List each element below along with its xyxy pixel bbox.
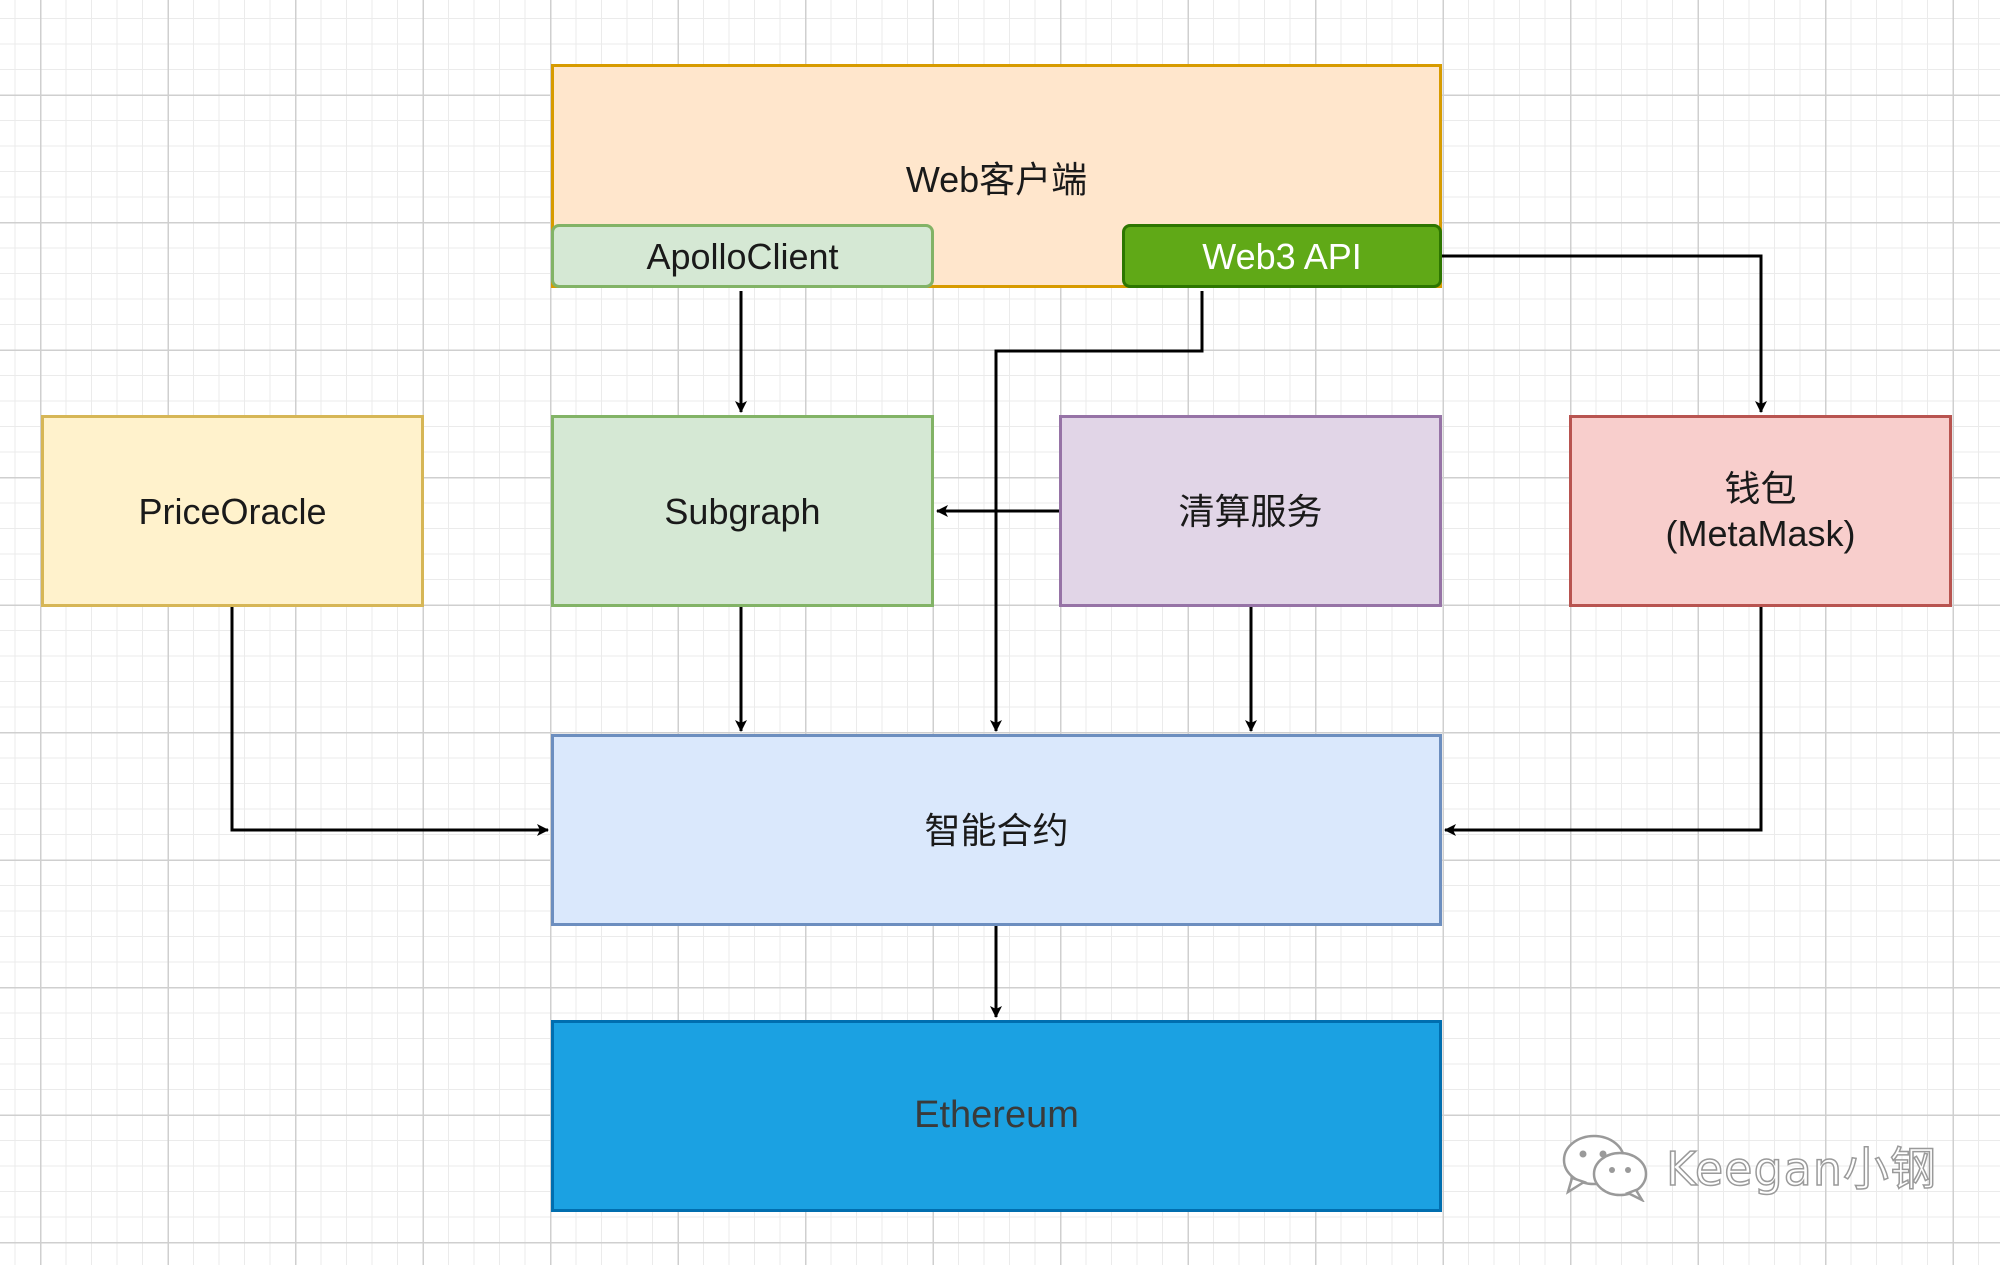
apollo-client-box: ApolloClient [551, 224, 934, 288]
clearing-service-label: 清算服务 [1178, 490, 1323, 532]
watermark: Keegan小钢 [1558, 1130, 1937, 1202]
smart-contract-label: 智能合约 [924, 809, 1069, 851]
web3-api-label: Web3 API [1202, 235, 1362, 277]
watermark-text: Keegan小钢 [1665, 1141, 1938, 1197]
price-oracle-label: PriceOracle [138, 490, 327, 532]
apollo-client-label: ApolloClient [646, 235, 839, 277]
web3-api-box: Web3 API [1122, 224, 1442, 288]
smart-contract-box: 智能合约 [551, 734, 1442, 926]
clearing-service-box: 清算服务 [1059, 415, 1442, 607]
wallet-label: 钱包 (MetaMask) [1665, 468, 1856, 554]
edge-priceoracle-to-smart-contract [230, 607, 549, 836]
edge-wallet-to-smart-contract [1444, 607, 1763, 836]
wallet-box: 钱包 (MetaMask) [1569, 415, 1952, 607]
subgraph-box: Subgraph [551, 415, 934, 607]
edge-web3api-to-wallet [1442, 254, 1767, 413]
web-client-label: Web客户端 [905, 159, 1088, 200]
price-oracle-box: PriceOracle [41, 415, 424, 607]
subgraph-label: Subgraph [664, 490, 821, 532]
wechat-icon [1562, 1134, 1648, 1202]
ethereum-label: Ethereum [914, 1094, 1079, 1137]
ethereum-box: Ethereum [551, 1020, 1442, 1212]
